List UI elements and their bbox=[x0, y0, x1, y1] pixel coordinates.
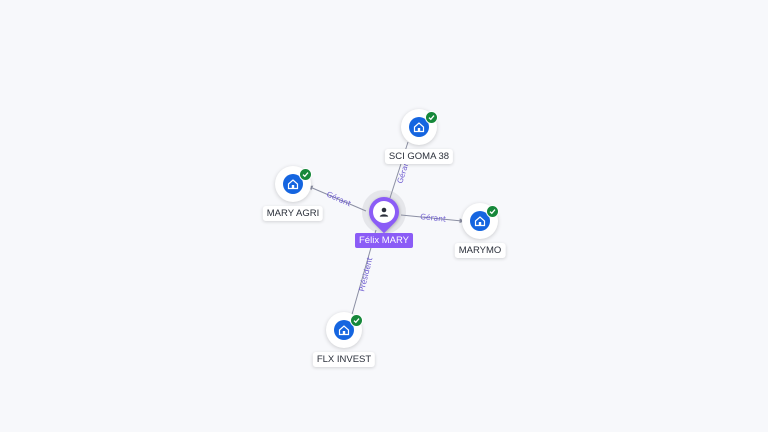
company-label[interactable]: SCI GOMA 38 bbox=[384, 149, 454, 164]
building-icon bbox=[334, 320, 354, 340]
verified-check-icon bbox=[350, 314, 363, 327]
person-icon bbox=[373, 201, 395, 223]
company-label[interactable]: MARYMO bbox=[454, 243, 506, 258]
edge-marymo: Gérant bbox=[400, 212, 465, 224]
company-label[interactable]: FLX INVEST bbox=[312, 352, 376, 367]
person-label[interactable]: Félix MARY bbox=[355, 233, 413, 248]
building-icon bbox=[283, 174, 303, 194]
company-label[interactable]: MARY AGRI bbox=[262, 206, 324, 221]
verified-check-icon bbox=[486, 205, 499, 218]
building-icon bbox=[409, 117, 429, 137]
edge-label-marymo: Gérant bbox=[420, 212, 447, 224]
edge-label-flx-invest: Président bbox=[357, 256, 374, 292]
building-icon bbox=[470, 211, 490, 231]
edge-label-mary-agri: Gérant bbox=[325, 190, 352, 209]
verified-check-icon bbox=[425, 111, 438, 124]
verified-check-icon bbox=[299, 168, 312, 181]
